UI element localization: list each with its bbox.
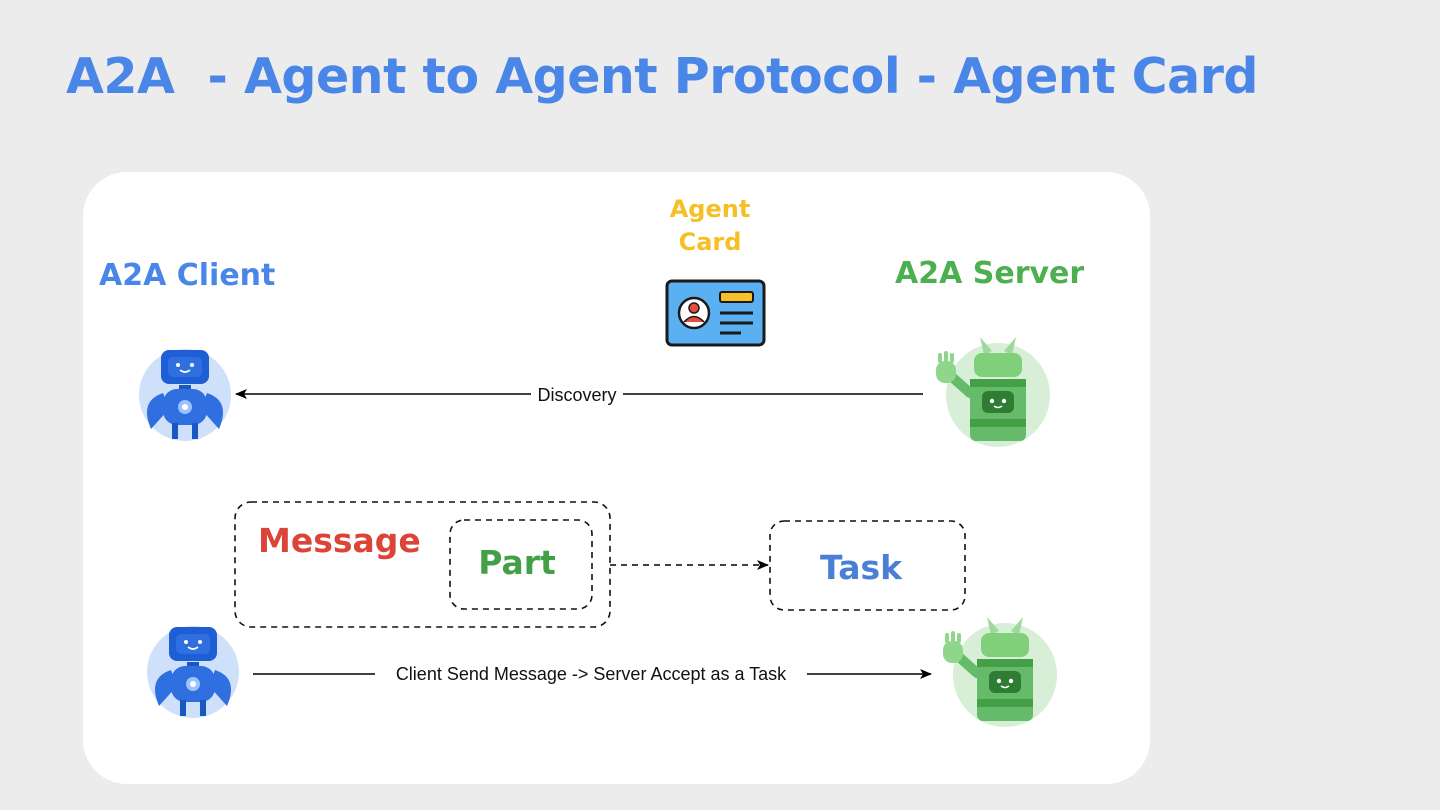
a2a-diagram: A2A Client A2A Server Agent Card bbox=[99, 195, 1084, 784]
client-robot-icon bbox=[146, 625, 240, 719]
slide-title: A2A - Agent to Agent Protocol - Agent Ca… bbox=[66, 48, 1258, 105]
part-box bbox=[449, 519, 593, 610]
server-robot-icon bbox=[936, 337, 1050, 447]
part-label: Part bbox=[478, 543, 556, 582]
server-robot-icon bbox=[943, 617, 1057, 727]
task-box bbox=[769, 520, 966, 611]
agent-card-label-line1: Agent bbox=[670, 195, 751, 223]
diagram-card: A2A Client A2A Server Agent Card bbox=[83, 172, 1150, 784]
id-card-icon bbox=[665, 279, 766, 347]
server-label: A2A Server bbox=[895, 256, 1084, 291]
send-message-label: Client Send Message -> Server Accept as … bbox=[396, 664, 787, 684]
agent-card-label-line2: Card bbox=[679, 228, 742, 256]
message-label: Message bbox=[258, 521, 421, 560]
task-label: Task bbox=[820, 548, 903, 587]
client-label: A2A Client bbox=[99, 258, 275, 293]
client-robot-icon bbox=[138, 348, 232, 442]
discovery-label: Discovery bbox=[537, 385, 616, 405]
